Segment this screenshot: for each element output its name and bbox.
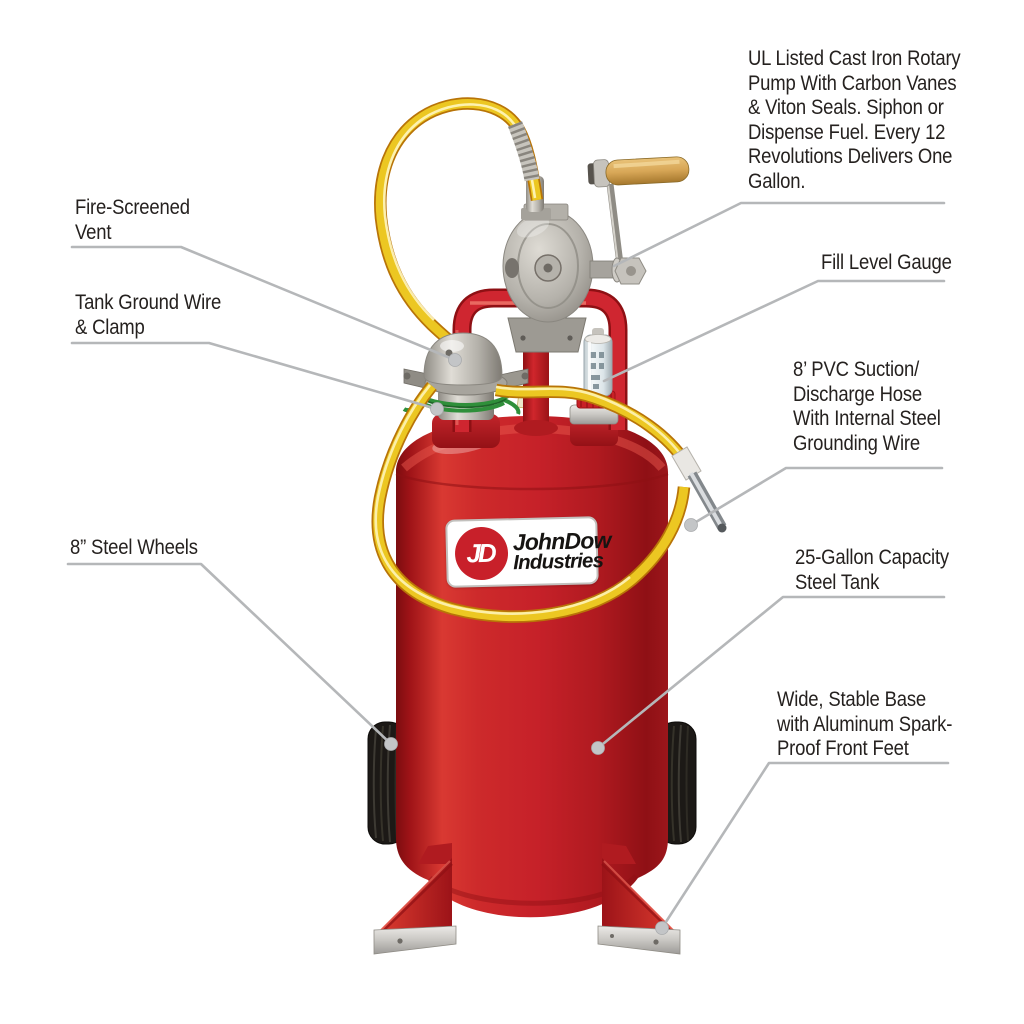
leader-wheels bbox=[66, 562, 393, 746]
steel-tank bbox=[395, 393, 669, 918]
crank-handle bbox=[587, 156, 690, 188]
leader-vent bbox=[70, 245, 457, 362]
callout-dot bbox=[430, 402, 444, 416]
brand-subname: Industries bbox=[512, 549, 604, 575]
leader-ground bbox=[70, 341, 439, 411]
callout-dot bbox=[684, 518, 698, 532]
leader-gauge bbox=[602, 279, 946, 383]
crank-rod bbox=[606, 183, 624, 265]
left-foot bbox=[373, 843, 457, 955]
brand-logo: JD JohnDow Industries bbox=[445, 516, 611, 588]
hose-run-pump bbox=[374, 97, 544, 368]
label-capacity-tank: 25-Gallon Capacity Steel Tank bbox=[795, 546, 949, 594]
gauge-neck bbox=[570, 418, 618, 446]
hose-front-loop bbox=[371, 382, 691, 623]
callout-dot bbox=[591, 741, 605, 755]
label-fill-level-gauge: Fill Level Gauge bbox=[821, 251, 952, 274]
fire-screened-vent-cap bbox=[423, 332, 503, 386]
leader-hose bbox=[689, 466, 944, 527]
leader-tank bbox=[596, 595, 946, 750]
callout-dot bbox=[655, 921, 669, 935]
spring-guard bbox=[508, 121, 540, 182]
label-steel-wheels: 8” Steel Wheels bbox=[70, 536, 198, 559]
left-foot-plate bbox=[373, 925, 457, 955]
callout-dot bbox=[384, 737, 398, 751]
rotary-pump bbox=[502, 156, 690, 353]
label-pvc-hose: 8’ PVC Suction/ Discharge Hose With Inte… bbox=[793, 358, 941, 455]
callout-dot bbox=[448, 353, 462, 367]
hose-nozzle bbox=[671, 446, 727, 533]
hose-discharge-run bbox=[494, 383, 692, 467]
callout-leaders bbox=[66, 201, 950, 930]
label-fire-screened-vent: Fire-Screened Vent bbox=[75, 196, 190, 244]
label-rotary-pump: UL Listed Cast Iron Rotary Pump With Car… bbox=[748, 47, 961, 193]
brand-monogram-badge: JD bbox=[454, 525, 509, 581]
leader-base bbox=[660, 761, 950, 930]
leader-pump bbox=[612, 201, 946, 268]
callout-dots bbox=[384, 353, 698, 935]
label-stable-base: Wide, Stable Base with Aluminum Spark- P… bbox=[777, 688, 953, 760]
brand-monogram: JD bbox=[466, 537, 494, 568]
label-tank-ground-wire: Tank Ground Wire & Clamp bbox=[75, 291, 222, 339]
